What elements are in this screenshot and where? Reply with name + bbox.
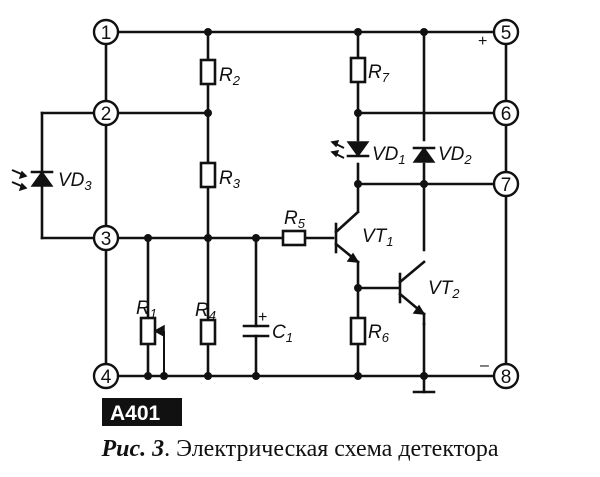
figure-label: Рис. 3 — [101, 436, 165, 462]
pin-2: 2 — [92, 99, 120, 127]
label-r5: R5 — [284, 208, 306, 231]
label-vd3: VD3 — [58, 170, 92, 193]
figure-caption-text: . Электрическая схема детектора — [164, 436, 499, 462]
transistor-vt2 — [398, 260, 426, 326]
led-vd1 — [330, 140, 370, 159]
module-badge-text: A401 — [110, 402, 161, 425]
pin-1: 1 — [92, 18, 120, 46]
label-vt2: VT2 — [428, 278, 460, 301]
label-vd2: VD2 — [438, 144, 472, 167]
diode-vd2 — [412, 146, 436, 163]
potentiometer-r1 — [139, 316, 165, 346]
resistor-r7 — [349, 56, 367, 84]
module-badge: A401 — [102, 398, 182, 426]
label-vd1: VD1 — [372, 144, 406, 167]
pin-7-number: 7 — [501, 175, 512, 196]
pin-5-number: 5 — [501, 23, 512, 44]
label-c1: C1 — [272, 322, 293, 345]
label-r1: R1 — [136, 298, 157, 321]
label-vt1: VT1 — [362, 226, 394, 249]
resistor-r5 — [281, 229, 307, 247]
label-r3: R3 — [219, 168, 241, 191]
label-r2: R2 — [219, 65, 241, 88]
c1-polarity: + — [258, 309, 267, 326]
pin-8-number: 8 — [501, 367, 512, 388]
label-r7: R7 — [368, 62, 390, 85]
resistor-r2 — [199, 58, 217, 86]
pin-5: 5 — [492, 18, 520, 46]
resistor-r3 — [199, 161, 217, 189]
capacitor-c1 — [242, 324, 270, 338]
negative-sign: – — [480, 357, 489, 374]
pin-4-number: 4 — [101, 367, 112, 388]
transistor-vt1 — [334, 210, 360, 264]
pin-8: 8 — [492, 362, 520, 390]
positive-sign: + — [478, 33, 487, 50]
pin-6-number: 6 — [501, 104, 512, 125]
label-r6: R6 — [368, 322, 390, 345]
junction-dots — [144, 28, 428, 380]
pin-1-number: 1 — [101, 23, 112, 44]
pin-3-number: 3 — [101, 229, 112, 250]
pin-6: 6 — [492, 99, 520, 127]
resistor-r6 — [349, 316, 367, 346]
figure-caption: Рис. 3. Электрическая схема детектора — [0, 436, 600, 463]
pin-7: 7 — [492, 170, 520, 198]
pin-2-number: 2 — [101, 104, 112, 125]
pin-3: 3 — [92, 224, 120, 252]
label-r4: R4 — [195, 300, 216, 323]
photodiode-vd3 — [11, 169, 54, 192]
pin-4: 4 — [92, 362, 120, 390]
resistor-r4 — [199, 318, 217, 346]
